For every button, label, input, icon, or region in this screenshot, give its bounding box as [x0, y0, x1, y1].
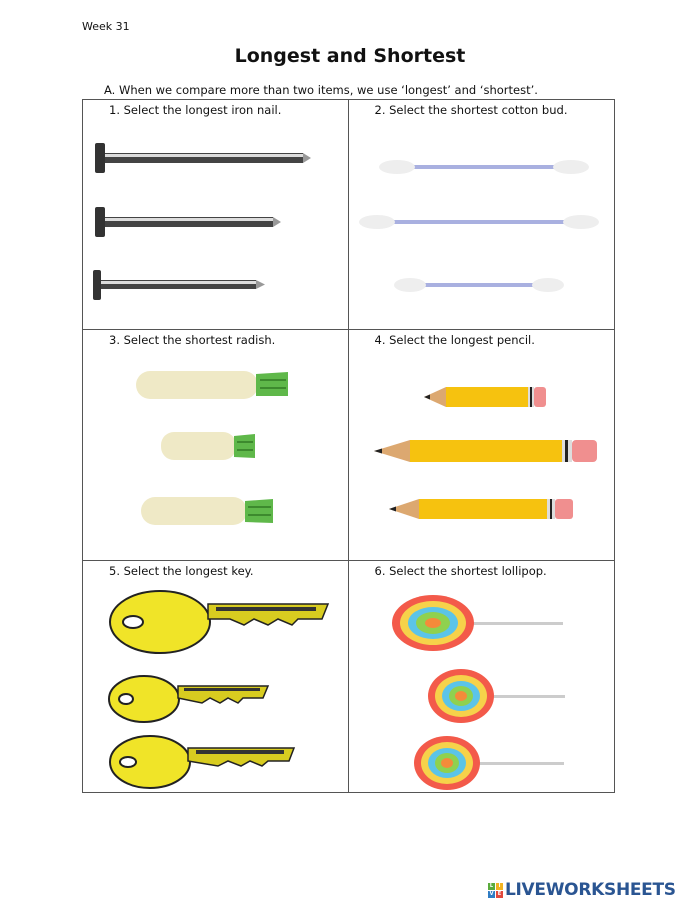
nail-3-option[interactable] [93, 270, 273, 302]
pencil-2-option[interactable] [373, 438, 604, 464]
lollipop-2-option[interactable] [427, 669, 572, 725]
question-3-label: 3. Select the shortest radish. [109, 333, 276, 347]
liveworksheets-logo: L I V E LIVEWORKSHEETS [488, 880, 676, 900]
question-3-cell: 3. Select the shortest radish. [83, 330, 349, 561]
lollipop-1-option[interactable] [391, 595, 571, 655]
instruction-text: A. When we compare more than two items, … [104, 83, 538, 97]
key-1-option[interactable] [108, 589, 333, 659]
question-6-label: 6. Select the shortest lollipop. [374, 564, 547, 578]
question-1-label: 1. Select the longest iron nail. [109, 103, 282, 117]
question-6-cell: 6. Select the shortest lollipop. [349, 561, 615, 792]
question-4-label: 4. Select the longest pencil. [374, 333, 535, 347]
logo-block-e: E [496, 890, 503, 898]
question-5-cell: 5. Select the longest key. [83, 561, 349, 792]
pencil-3-option[interactable] [388, 497, 579, 521]
logo-block-v: V [488, 890, 495, 898]
pencil-1-option[interactable] [423, 385, 549, 409]
question-grid: 1. Select the longest iron nail. 2. Sele… [82, 99, 615, 793]
cotton-bud-2-option[interactable] [358, 212, 599, 232]
radish-3-option[interactable] [135, 495, 285, 527]
cotton-bud-1-option[interactable] [378, 157, 589, 177]
nail-2-option[interactable] [95, 207, 285, 239]
cotton-bud-3-option[interactable] [393, 275, 564, 295]
question-1-cell: 1. Select the longest iron nail. [83, 100, 349, 330]
question-5-label: 5. Select the longest key. [109, 564, 254, 578]
logo-text: LIVEWORKSHEETS [505, 880, 676, 900]
radish-1-option[interactable] [128, 368, 298, 402]
logo-block-l: L [488, 882, 495, 890]
key-3-option[interactable] [108, 734, 298, 790]
key-2-option[interactable] [108, 674, 273, 724]
page-title: Longest and Shortest [234, 45, 466, 67]
week-label: Week 31 [82, 20, 130, 33]
question-2-label: 2. Select the shortest cotton bud. [374, 103, 568, 117]
logo-block-i: I [496, 882, 503, 890]
nail-1-option[interactable] [95, 143, 315, 175]
radish-2-option[interactable] [155, 430, 265, 462]
question-4-cell: 4. Select the longest pencil. [348, 330, 614, 561]
lollipop-3-option[interactable] [413, 736, 573, 792]
logo-blocks-icon: L I V E [488, 882, 503, 898]
question-2-cell: 2. Select the shortest cotton bud. [348, 100, 614, 330]
